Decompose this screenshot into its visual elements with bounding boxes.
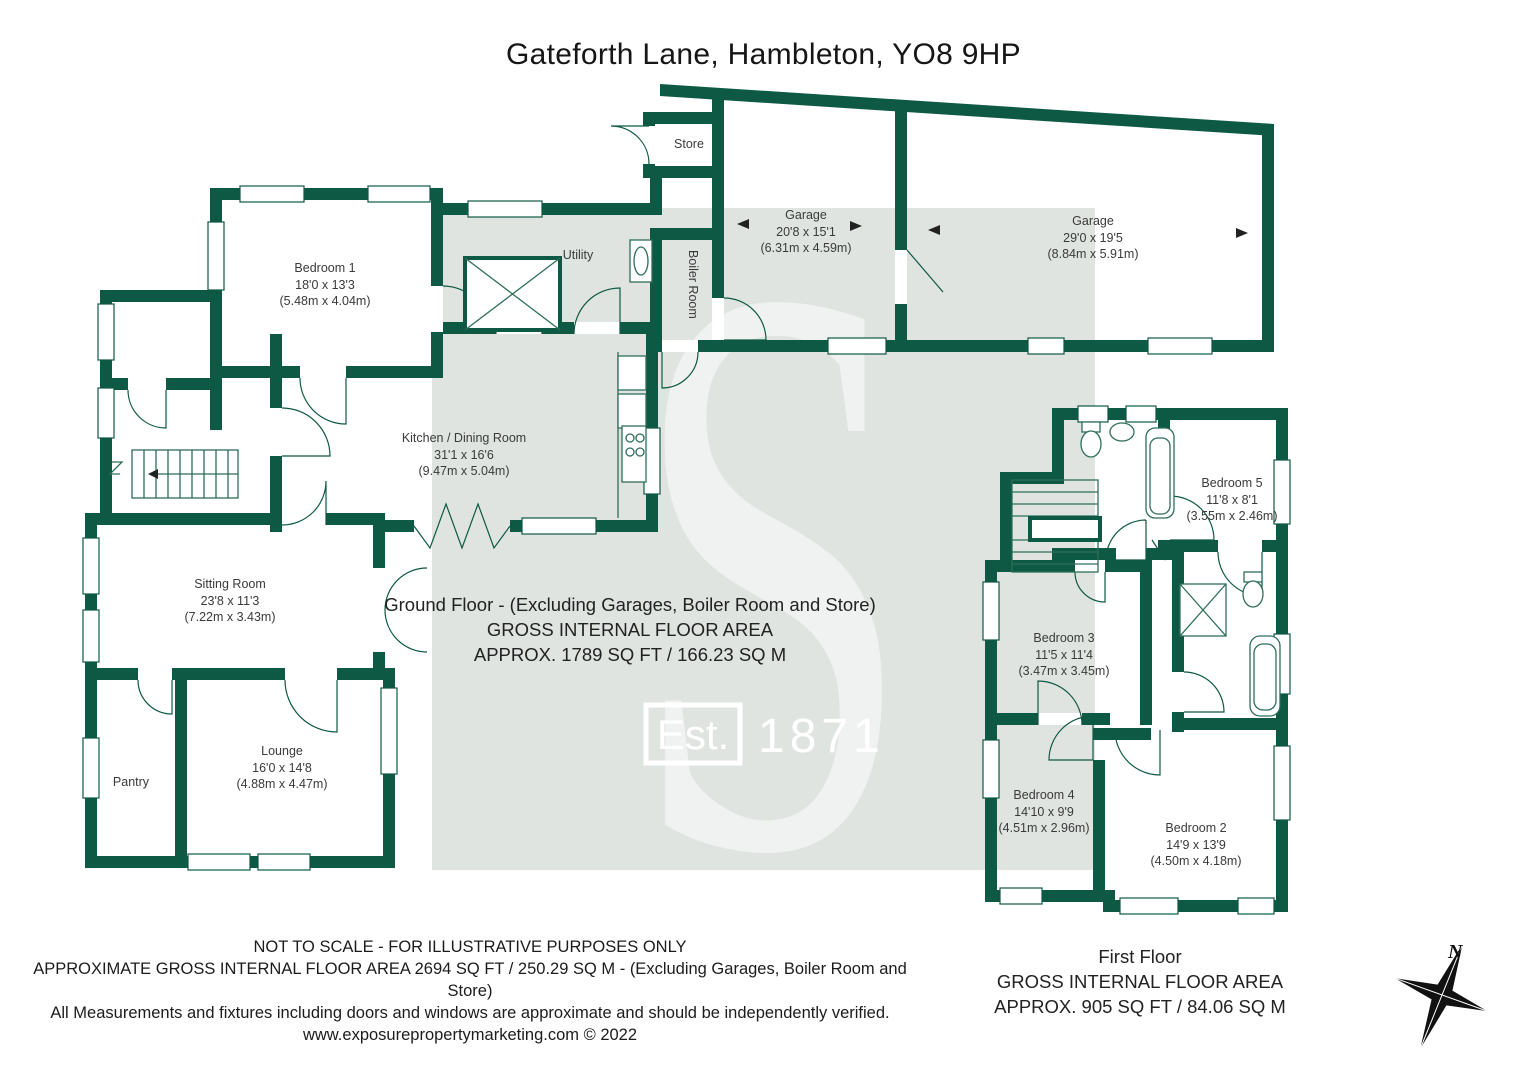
ground-floor-title: Ground Floor - (Excluding Garages, Boile…	[384, 594, 876, 615]
first-floor-summary: First Floor GROSS INTERNAL FLOOR AREA AP…	[940, 944, 1340, 1019]
room-dims-ft: 20'8 x 15'1	[776, 224, 836, 239]
watermark-year: 1871	[758, 710, 885, 763]
room-dims-ft: 14'10 x 9'9	[1014, 804, 1074, 819]
first-floor-area-value: APPROX. 905 SQ FT / 84.06 SQ M	[994, 996, 1286, 1017]
disclaimer-line3: All Measurements and fixtures including …	[50, 1004, 890, 1022]
room-name: Sitting Room	[194, 577, 266, 591]
room-dims-m: (6.31m x 4.59m)	[760, 241, 852, 255]
room-dims-ft: 23'8 x 11'3	[200, 593, 260, 608]
ground-floor-area-value: APPROX. 1789 SQ FT / 166.23 SQ M	[473, 644, 787, 665]
property-title: Gateforth Lane, Hambleton, YO8 9HP	[506, 38, 1021, 71]
disclaimer-line2: APPROXIMATE GROSS INTERNAL FLOOR AREA 26…	[33, 960, 907, 1000]
watermark: S Est. 1871	[432, 114, 1095, 1023]
room-label-bedroom5: Bedroom 5 11'8 x 8'1 (3.55m x 2.46m)	[1152, 475, 1312, 525]
room-label-store: Store	[658, 136, 720, 153]
measure-arrow-icon	[850, 221, 862, 231]
ground-floor-door-gaps	[128, 126, 907, 680]
room-label-kitchen: Kitchen / Dining Room 31'1 x 16'6 (9.47m…	[364, 430, 564, 480]
room-name: Utility	[562, 248, 594, 262]
bathtub-icon	[1249, 635, 1281, 717]
stairs-ground-icon	[108, 449, 239, 499]
room-label-sitting-room: Sitting Room 23'8 x 11'3 (7.22m x 3.43m)	[140, 576, 320, 626]
room-name: Garage	[785, 208, 827, 222]
room-dims-m: (8.84m x 5.91m)	[1047, 247, 1139, 261]
utility-sink-icon	[629, 239, 653, 283]
toilet-icon	[1242, 571, 1264, 608]
stairs-first-icon	[1011, 479, 1102, 573]
room-name: Garage	[1072, 214, 1114, 228]
disclaimer: NOT TO SCALE - FOR ILLUSTRATIVE PURPOSES…	[20, 936, 920, 1046]
room-name: Store	[674, 137, 704, 151]
first-floor-area-label: GROSS INTERNAL FLOOR AREA	[996, 971, 1284, 992]
room-name: Bedroom 1	[294, 261, 356, 275]
measure-arrow-icon	[1236, 228, 1248, 238]
room-label-bedroom1: Bedroom 1 18'0 x 13'3 (5.48m x 4.04m)	[235, 260, 415, 310]
room-dims-ft: 14'9 x 13'9	[1166, 837, 1226, 852]
room-name: Boiler Room	[686, 250, 700, 319]
room-label-garage1: Garage 20'8 x 15'1 (6.31m x 4.59m)	[716, 207, 896, 257]
toilet-icon	[1080, 421, 1102, 458]
room-label-lounge: Lounge 16'0 x 14'8 (4.88m x 4.47m)	[192, 743, 372, 793]
room-dims-ft: 11'5 x 11'4	[1035, 647, 1093, 662]
sink-icon	[1109, 422, 1135, 442]
room-dims-m: (5.48m x 4.04m)	[279, 294, 371, 308]
room-dims-m: (3.47m x 3.45m)	[1018, 664, 1110, 678]
watermark-est-box	[643, 702, 743, 766]
room-dims-m: (4.88m x 4.47m)	[236, 777, 328, 791]
watermark-s-letter: S	[631, 114, 914, 1023]
room-name: Bedroom 2	[1165, 821, 1227, 835]
room-name: Pantry	[112, 775, 150, 789]
measure-arrow-icon	[737, 219, 749, 229]
first-floor-doors	[1037, 495, 1263, 776]
first-floor-title: First Floor	[1098, 946, 1182, 967]
compass-north-label: N	[1447, 941, 1464, 963]
room-dims-ft: 31'1 x 16'6	[434, 447, 494, 462]
room-name: Kitchen / Dining Room	[401, 431, 527, 445]
room-label-utility: Utility	[528, 247, 628, 264]
disclaimer-line1: NOT TO SCALE - FOR ILLUSTRATIVE PURPOSES…	[253, 938, 687, 956]
room-dims-m: (4.50m x 4.18m)	[1150, 854, 1242, 868]
room-label-bedroom3: Bedroom 3 11'5 x 11'4 (3.47m x 3.45m)	[984, 630, 1144, 680]
room-label-bedroom2: Bedroom 2 14'9 x 13'9 (4.50m x 4.18m)	[1116, 820, 1276, 870]
room-label-garage2: Garage 29'0 x 19'5 (8.84m x 5.91m)	[1003, 213, 1183, 263]
disclaimer-website: www.exposurepropertymarketing.com © 2022	[302, 1026, 638, 1044]
shower-icon	[1179, 583, 1227, 637]
room-dims-m: (4.51m x 2.96m)	[998, 821, 1090, 835]
first-floor-windows	[982, 405, 1291, 915]
room-name: Lounge	[261, 744, 303, 758]
watermark-est-label: Est.	[657, 711, 729, 758]
ground-floor-windows	[82, 185, 1213, 871]
ground-floor-area-label: GROSS INTERNAL FLOOR AREA	[486, 619, 774, 640]
room-name: Bedroom 3	[1033, 631, 1095, 645]
room-name: Bedroom 5	[1201, 476, 1263, 490]
compass-icon: N	[1394, 941, 1488, 1049]
room-dims-m: (9.47m x 5.04m)	[418, 464, 510, 478]
room-dims-ft: 11'8 x 8'1	[1206, 492, 1258, 507]
room-label-pantry: Pantry	[81, 774, 181, 791]
room-dims-ft: 16'0 x 14'8	[252, 760, 312, 775]
room-name: Bedroom 4	[1013, 788, 1075, 802]
room-dims-ft: 18'0 x 13'3	[295, 277, 355, 292]
bathtub-icon	[1145, 427, 1175, 519]
first-floor-fixtures	[1011, 421, 1281, 717]
room-label-boiler-room: Boiler Room	[686, 250, 700, 350]
ground-floor-summary: Ground Floor - (Excluding Garages, Boile…	[330, 592, 930, 667]
room-label-bedroom4: Bedroom 4 14'10 x 9'9 (4.51m x 2.96m)	[964, 787, 1124, 837]
ground-floor-fixtures	[108, 219, 1248, 518]
room-dims-m: (3.55m x 2.46m)	[1186, 509, 1278, 523]
measure-arrow-icon	[928, 225, 940, 235]
room-dims-m: (7.22m x 3.43m)	[184, 610, 276, 624]
room-dims-ft: 29'0 x 19'5	[1063, 230, 1123, 245]
